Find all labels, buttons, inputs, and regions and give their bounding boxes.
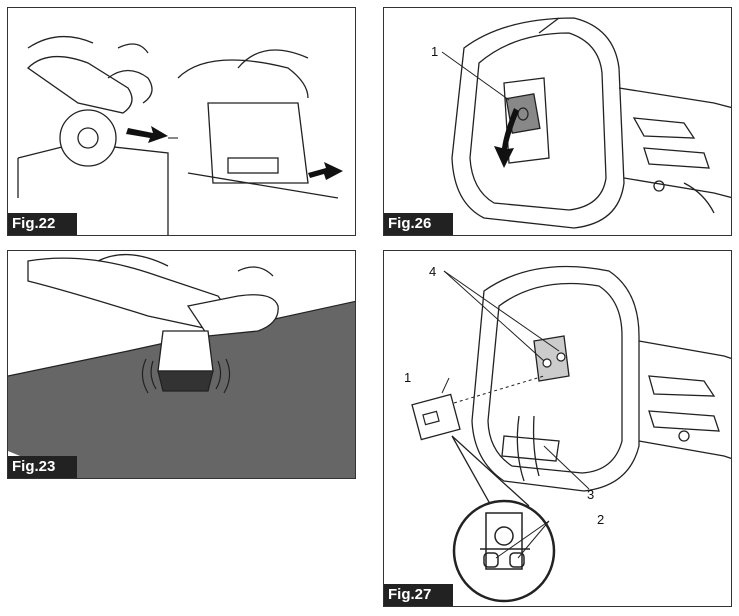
fig27-callout-1: 1 xyxy=(404,370,412,385)
figure-23-panel: Fig.23 xyxy=(7,250,356,479)
fig27-label: Fig.27 xyxy=(384,584,454,606)
fig23-illustration xyxy=(8,253,355,478)
fig26-illustration xyxy=(441,17,731,229)
fig26-label: Fig.26 xyxy=(384,213,454,235)
fig23-label: Fig.23 xyxy=(8,456,78,478)
figure-26-panel: 1 Fig.26 xyxy=(383,7,732,236)
fig22-label: Fig.22 xyxy=(8,213,78,235)
fig27-callout-2: 2 xyxy=(597,512,605,527)
direction-arrow-right xyxy=(308,162,343,180)
figure-22-panel: Fig.22 xyxy=(7,7,356,236)
fig27-illustration xyxy=(411,265,731,603)
fig27-callout-4: 4 xyxy=(429,264,437,279)
fig26-callout-1: 1 xyxy=(431,44,439,59)
direction-arrow-left xyxy=(126,126,168,143)
figure-27-panel: 1 2 3 4 Fig.27 xyxy=(383,250,732,607)
fig27-callout-3: 3 xyxy=(587,487,595,502)
slide-arrow xyxy=(494,108,519,168)
fig22-illustration xyxy=(17,35,343,235)
detail-magnifier xyxy=(452,499,556,603)
lock-button xyxy=(505,93,541,134)
